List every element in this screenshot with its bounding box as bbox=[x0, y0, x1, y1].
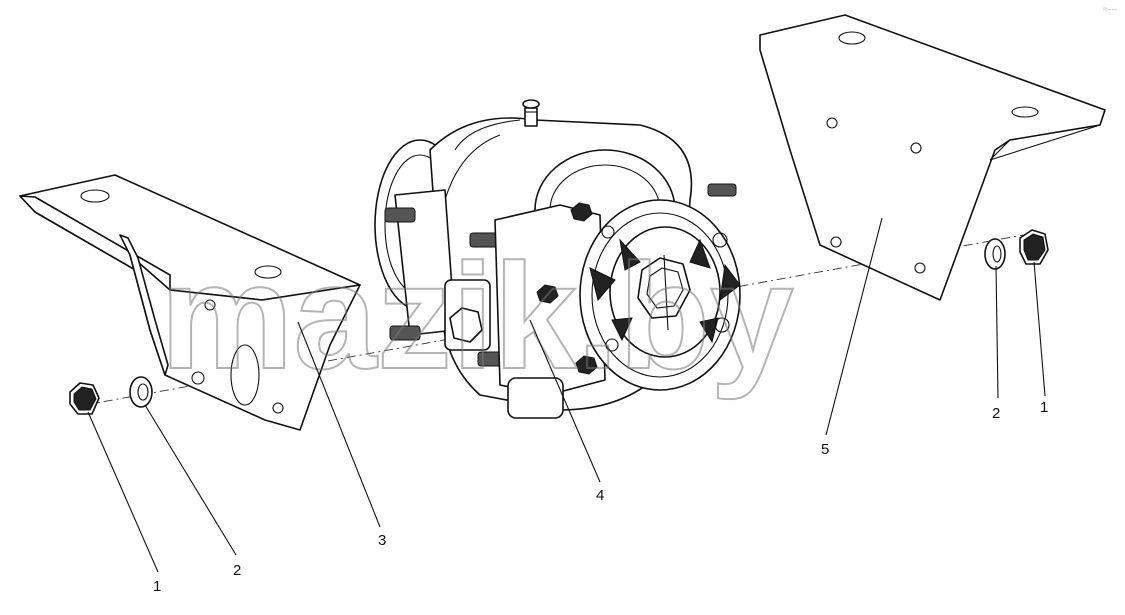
leader-lines bbox=[87, 217, 1046, 573]
right-washer-part-2 bbox=[984, 238, 1006, 270]
left-bracket-part-3 bbox=[19, 174, 361, 431]
callout-1-right: 1 bbox=[1040, 399, 1048, 416]
callout-4: 4 bbox=[596, 487, 604, 504]
callout-1-left: 1 bbox=[153, 578, 161, 595]
callout-2-left: 2 bbox=[233, 562, 241, 579]
right-bracket-part-5 bbox=[759, 14, 1106, 301]
callout-2-right: 2 bbox=[992, 405, 1000, 422]
corner-mark: ≈— bbox=[1103, 4, 1117, 14]
watermark-text: mazik.by bbox=[160, 232, 794, 400]
left-nut-part-1 bbox=[69, 382, 100, 415]
left-washer-part-2 bbox=[129, 376, 153, 408]
right-nut-part-1 bbox=[1019, 229, 1049, 265]
callout-5: 5 bbox=[821, 441, 829, 458]
callout-3: 3 bbox=[378, 532, 386, 549]
gearbox-assembly-part-4 bbox=[374, 99, 741, 419]
